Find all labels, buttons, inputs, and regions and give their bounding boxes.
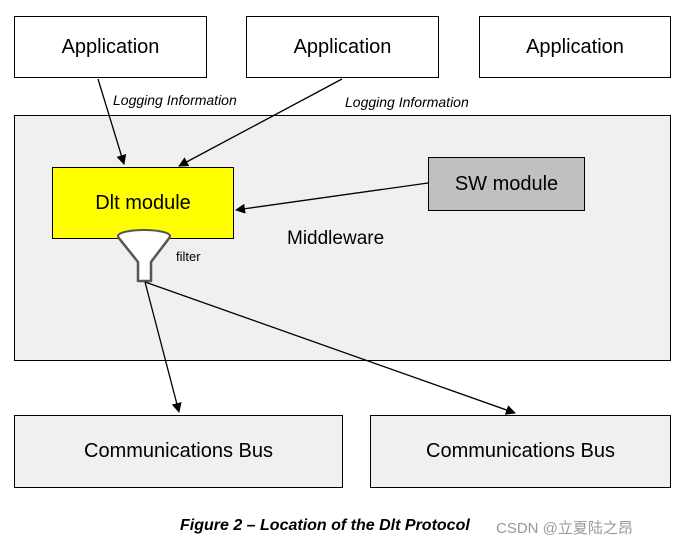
arrow-app1-to-dlt bbox=[97, 78, 127, 165]
application-label-1: Application bbox=[61, 35, 160, 58]
sw-module-box: SW module bbox=[428, 157, 585, 211]
watermark: CSDN @立夏陆之昂 bbox=[496, 520, 633, 537]
middleware-label: Middleware bbox=[287, 228, 385, 249]
logging-label-right: Logging Information bbox=[345, 94, 469, 110]
funnel-icon bbox=[117, 229, 171, 283]
figure-caption: Figure 2 – Location of the Dlt Protocol bbox=[180, 517, 470, 534]
arrow-app2-to-dlt bbox=[178, 78, 343, 167]
communications-bus-label-1: Communications Bus bbox=[84, 440, 273, 462]
application-label-3: Application bbox=[526, 35, 624, 58]
application-box-2: Application bbox=[246, 16, 439, 78]
application-box-1: Application bbox=[14, 16, 207, 78]
filter-label: filter bbox=[176, 249, 201, 264]
dlt-module-label: Dlt module bbox=[95, 191, 191, 214]
communications-bus-box-2: Communications Bus bbox=[370, 415, 671, 488]
arrow-filter-to-bus1 bbox=[144, 281, 182, 413]
sw-module-label: SW module bbox=[454, 172, 559, 195]
dlt-module-box: Dlt module bbox=[52, 167, 234, 239]
application-box-3: Application bbox=[479, 16, 671, 78]
arrow-sw-to-dlt bbox=[235, 182, 429, 214]
logging-label-left: Logging Information bbox=[113, 92, 237, 108]
arrow-filter-to-bus2 bbox=[144, 281, 516, 415]
communications-bus-box-1: Communications Bus bbox=[14, 415, 343, 488]
application-label-2: Application bbox=[293, 35, 392, 58]
communications-bus-label-2: Communications Bus bbox=[426, 440, 615, 462]
